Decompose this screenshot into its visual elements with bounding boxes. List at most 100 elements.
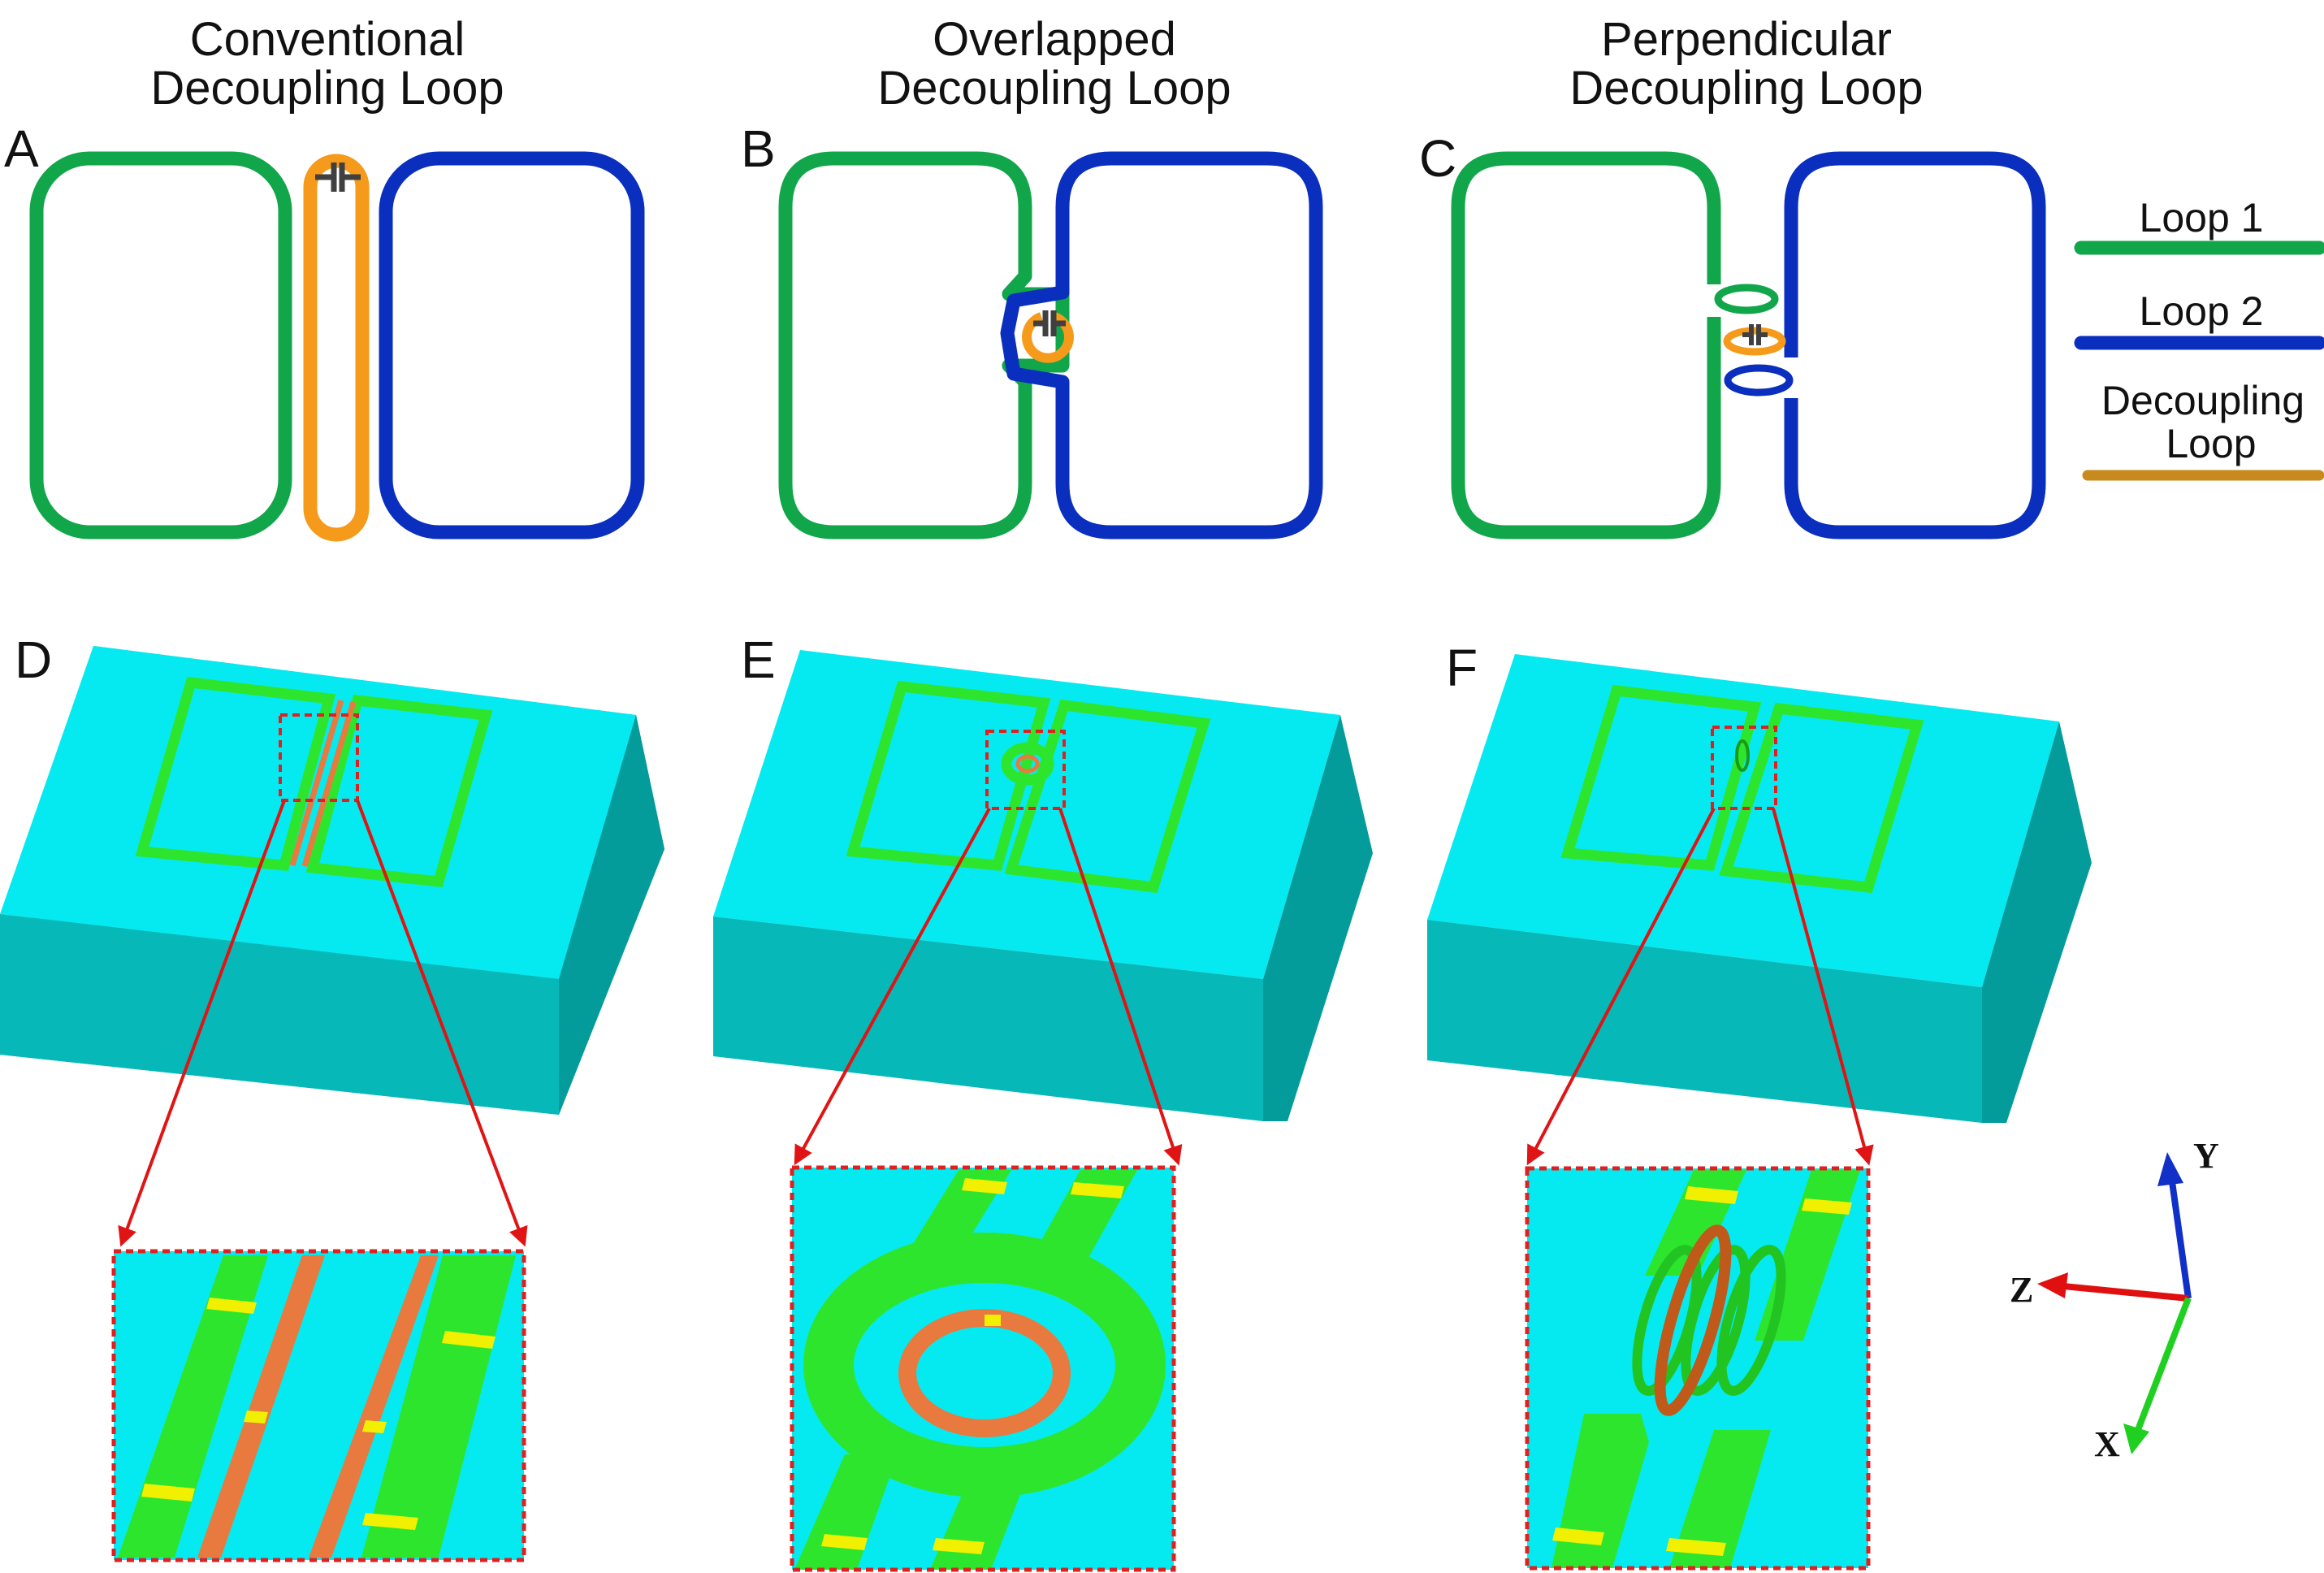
axis-x-arrowhead <box>2123 1424 2149 1454</box>
panel-a-schematic <box>29 151 645 542</box>
loop1-twist <box>1714 284 1779 314</box>
inset-f <box>1525 1166 1871 1571</box>
decoupling-loop <box>303 154 370 542</box>
trace-bottom-right <box>1669 1430 1771 1568</box>
decoupling-strip-left <box>197 1255 325 1558</box>
title-a: Conventional Decoupling Loop <box>150 13 504 115</box>
panel-letter-f: F <box>1446 639 1478 697</box>
phantom-right-side <box>559 715 664 1115</box>
decoupling-loop <box>1022 312 1074 363</box>
panel-d-phantom <box>0 646 664 1115</box>
perpendicular-coils <box>1632 1245 1786 1396</box>
axis-y-line <box>2167 1169 2192 1299</box>
capacitor-pad <box>1666 1538 1726 1556</box>
decoupling-ring <box>1015 754 1040 774</box>
title-c-line2: Decoupling Loop <box>1569 62 1923 115</box>
inset-border <box>790 1165 1176 1572</box>
zoom-region <box>985 730 1066 810</box>
capacitor-pad <box>362 1420 387 1433</box>
capacitor-pad <box>1802 1198 1852 1215</box>
capacitor-pad <box>1071 1182 1124 1198</box>
capacitor-icon <box>315 162 361 192</box>
decoupling-strips <box>289 700 357 867</box>
trace-left <box>118 1255 268 1558</box>
capacitor-icon <box>1033 310 1066 336</box>
title-a-line2: Decoupling Loop <box>150 62 504 115</box>
axis-z-line <box>2054 1282 2189 1302</box>
legend-label-decoupling-line1: Decoupling <box>2101 378 2305 423</box>
capacitor-pad <box>821 1534 868 1550</box>
title-b: Overlapped Decoupling Loop <box>877 13 1231 115</box>
coil-array <box>135 676 493 888</box>
coordinate-axes: Y Z X <box>2010 1136 2219 1464</box>
zoom-arrows <box>118 800 1874 1247</box>
loop1-coil <box>778 151 1070 540</box>
inset-e <box>790 1165 1176 1572</box>
panel-letter-e: E <box>741 630 776 689</box>
overlap-ring <box>1001 742 1054 786</box>
coil-1 <box>135 676 336 872</box>
axis-z-arrowhead <box>2037 1272 2068 1298</box>
coil-array <box>1560 684 1924 894</box>
axis-y-arrowhead <box>2157 1152 2183 1186</box>
trace-right <box>361 1255 516 1558</box>
phantom-side-face <box>1982 722 2092 1123</box>
capacitor-pad <box>141 1484 195 1502</box>
legend-label-loop2: Loop 2 <box>2140 288 2264 334</box>
coil-1 <box>1560 684 1762 871</box>
axis-x-label: X <box>2094 1424 2120 1464</box>
capacitor-pad <box>362 1513 418 1530</box>
capacitor-pad <box>244 1410 268 1424</box>
inset-border <box>111 1249 526 1562</box>
loop2-coil <box>1784 151 2046 540</box>
title-a-line1: Conventional <box>190 13 465 66</box>
loop1-coil <box>29 151 292 540</box>
legend-label-decoupling-line2: Loop <box>2166 421 2256 466</box>
panel-letter-b: B <box>741 119 776 178</box>
perpendicular-loop <box>1735 739 1750 772</box>
decoupling-loop <box>1654 1224 1732 1416</box>
capacitor-pad <box>442 1331 496 1349</box>
decoupling-strip-right <box>309 1255 439 1558</box>
title-c-line1: Perpendicular <box>1601 13 1892 66</box>
legend-label-loop1: Loop 1 <box>2140 195 2264 240</box>
panel-letter-d: D <box>15 630 52 689</box>
panel-e-phantom <box>713 650 1373 1121</box>
decoupling-capacitor <box>985 1315 1001 1326</box>
capacitor-pad <box>933 1538 985 1554</box>
panel-c-schematic <box>1451 151 2046 540</box>
trace-bottom-left <box>794 1454 898 1570</box>
axis-y-label: Y <box>2193 1136 2219 1176</box>
loop1-coil <box>1451 151 1721 540</box>
coil-1 <box>846 680 1051 871</box>
title-b-line1: Overlapped <box>933 13 1176 66</box>
inset-border <box>1525 1166 1871 1571</box>
zoom-region <box>279 713 359 802</box>
inset-d <box>111 1249 526 1562</box>
title-b-line2: Decoupling Loop <box>877 62 1231 115</box>
loop2-coil <box>379 151 645 540</box>
axis-z-label: Z <box>2010 1270 2033 1310</box>
capacitor-pad <box>962 1178 1007 1194</box>
coil-2 <box>1719 702 1924 894</box>
panel-letter-c: C <box>1419 129 1456 188</box>
capacitor-pad <box>206 1298 257 1314</box>
loop2-coil <box>1000 151 1323 540</box>
coil-array <box>846 680 1211 894</box>
legend: Loop 1 Loop 2 Decoupling Loop <box>2074 195 2324 481</box>
decoupling-loop <box>1723 327 1786 356</box>
title-c: Perpendicular Decoupling Loop <box>1569 13 1923 115</box>
coil-2 <box>305 694 493 888</box>
loop2-twist <box>1724 364 1794 396</box>
axis-x-line <box>2133 1297 2192 1436</box>
panel-letter-a: A <box>4 119 39 178</box>
coil-2 <box>1004 699 1211 894</box>
overlap-ring <box>803 1233 1166 1497</box>
phantom-front-face <box>713 916 1263 1121</box>
capacitor-icon <box>1742 324 1768 345</box>
phantom-side-face <box>1263 715 1373 1121</box>
panel-b-schematic <box>778 151 1323 540</box>
capacitor-pad <box>1685 1186 1738 1204</box>
zoom-region <box>1711 726 1777 810</box>
